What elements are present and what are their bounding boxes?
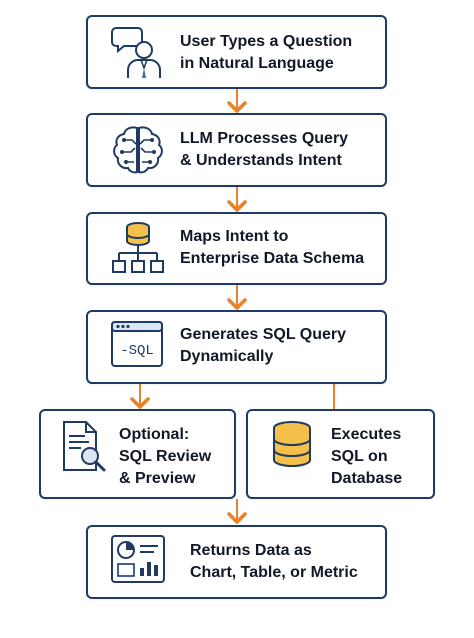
sql-window-icon: -SQL [111, 321, 163, 367]
step-maps-line2: Enterprise Data Schema [180, 250, 365, 267]
step-returns-line1: Returns Data as [190, 542, 312, 559]
step-review-line1: Optional: [119, 426, 190, 443]
step-execute-line3: Database [331, 470, 403, 487]
step-execute-line1: Executes [331, 426, 402, 443]
database-icon [273, 421, 311, 467]
step-review-line2: SQL Review [119, 448, 212, 465]
step-returns-line2: Chart, Table, or Metric [190, 564, 358, 581]
database-hierarchy-icon [112, 222, 164, 273]
step-question-line1: User Types a Question [180, 33, 353, 50]
step-generate-line2: Dynamically [180, 348, 274, 365]
document-magnifier-icon [63, 421, 106, 472]
dashboard-chart-icon [111, 535, 165, 583]
user-speech-icon [111, 27, 161, 78]
step-maps-line1: Maps Intent to [180, 228, 289, 245]
step-execute-line2: SQL on [331, 448, 388, 465]
step-llm-line2: & Understands Intent [180, 152, 342, 169]
step-llm-line1: LLM Processes Query [180, 130, 349, 147]
brain-circuit-icon [113, 126, 163, 174]
step-llm-box [86, 113, 387, 187]
step-review-line3: & Preview [119, 470, 196, 487]
step-question-line2: in Natural Language [180, 55, 334, 72]
step-generate-line1: Generates SQL Query [180, 326, 346, 343]
sql-window-text: -SQL [120, 343, 154, 359]
step-generate-box [86, 310, 387, 384]
